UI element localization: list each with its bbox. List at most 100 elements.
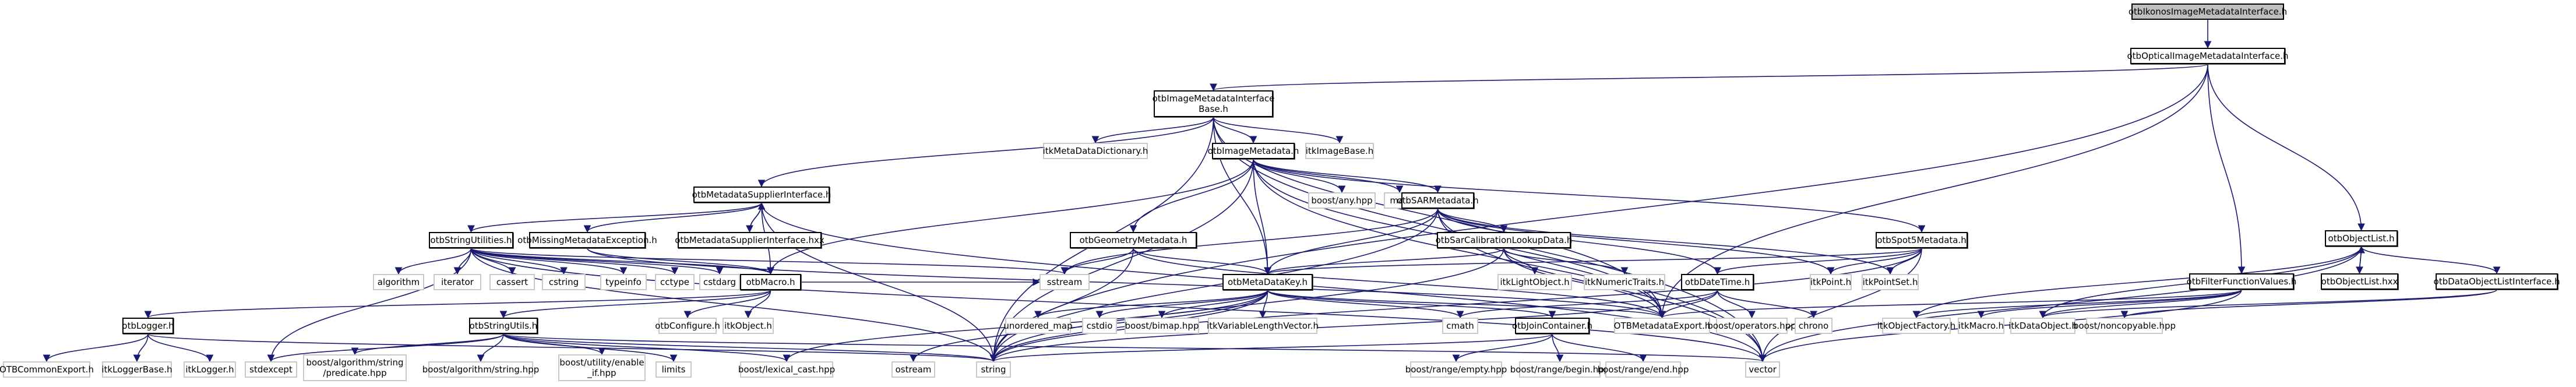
node-cstdarg: cstdarg: [699, 274, 740, 290]
node-enableif: boost/utility/enable _if.hpp: [558, 354, 646, 381]
node-algstring: boost/algorithm/string.hpp: [422, 361, 539, 378]
edge-spot5-to-string: [989, 248, 1922, 363]
node-ikonos[interactable]: otbIkonosImageMetadataInterface.h: [2129, 3, 2287, 20]
edge-strutils-to-lexcast: [503, 333, 791, 363]
edge-sarmeta-to-otbmdexp: [1437, 208, 1666, 319]
node-geometa[interactable]: otbGeometryMetadata.h: [1070, 232, 1197, 248]
node-imgbase: itkImageBase.h: [1305, 143, 1374, 159]
edge-datetime-to-string: [989, 290, 1718, 363]
node-sarmeta[interactable]: otbSARMetadata.h: [1397, 192, 1479, 209]
node-strutil[interactable]: otbStringUtilities.h: [429, 232, 513, 248]
node-cstring: cstring: [542, 274, 586, 290]
edge-imgmeta-to-anyhpp: [1253, 159, 1346, 194]
edge-strutil-to-cstdarg: [470, 248, 724, 275]
node-missing[interactable]: otbMissingMetadataException.h: [517, 232, 657, 248]
edge-filterfv-to-objfactory: [1912, 289, 2242, 319]
edge-strutils-to-string: [503, 333, 997, 363]
edge-mdkey-to-joincont: [1267, 290, 1556, 319]
node-numtraits: itkNumericTraits.h: [1584, 274, 1665, 290]
edge-otbmacro-to-otbconf: [683, 290, 771, 319]
edge-joincont-to-rangebegin: [1552, 333, 1564, 363]
edge-dataobjli-to-dataobj: [2039, 289, 2497, 319]
node-varlen: itkVariableLengthVector.h: [1207, 318, 1319, 334]
edge-mdkey-to-varlen: [1259, 290, 1268, 319]
node-otbconf: otbConfigure.h: [655, 318, 720, 334]
edge-imgmeta-to-spot5: [1253, 159, 1926, 233]
node-filterfv[interactable]: otbFilterFunctionValues.h: [2187, 273, 2296, 290]
edge-mdkey-to-bimap: [1158, 290, 1268, 319]
node-imibase[interactable]: otbImageMetadataInterface Base.h: [1153, 90, 1274, 117]
node-cctype: cctype: [655, 274, 695, 290]
edge-filterfv-to-itkmacro: [1977, 289, 2242, 319]
edge-joincont-to-rangeempty: [1452, 333, 1553, 363]
node-cstdio: cstdio: [1082, 318, 1117, 334]
edge-strutils-to-vector: [503, 333, 1766, 363]
node-objlisthxx[interactable]: otbObjectList.hxx: [2321, 273, 2398, 290]
node-mdkey[interactable]: otbMetaDataKey.h: [1222, 274, 1313, 290]
edge-optical-to-filterfv: [2207, 64, 2246, 275]
node-noncopy: boost/noncopyable.hpp: [2073, 318, 2176, 334]
node-algorithm: algorithm: [373, 274, 424, 290]
node-mdsupphxx[interactable]: otbMetadataSupplierInterface.hxx: [675, 232, 824, 248]
node-ostream: ostream: [891, 361, 935, 378]
edge-imibase-to-imgmeta: [1213, 117, 1257, 144]
node-spot5[interactable]: otbSpot5Metadata.h: [1876, 232, 1968, 248]
edge-spot5-to-datetime: [1714, 248, 1922, 275]
node-anyhpp: boost/any.hpp: [1308, 192, 1376, 209]
edge-imgmeta-to-map: [1253, 159, 1404, 194]
node-string: string: [976, 361, 1011, 378]
edge-strutil-to-vector: [470, 248, 1767, 363]
edge-objlisthxx-to-objlist: [2357, 245, 2365, 274]
edge-sarmeta-to-sstream: [1060, 208, 1439, 275]
edge-logger-to-loggerbase: [133, 333, 149, 363]
edge-strutils-to-limits: [503, 333, 678, 363]
edge-logger-to-string: [147, 333, 997, 363]
node-logger[interactable]: otbLogger.h: [122, 318, 174, 334]
edge-geometa-to-otbmdexp: [1133, 248, 1666, 319]
edge-strutils-to-algstring: [477, 333, 504, 363]
node-optical[interactable]: otbOpticalImageMetadataInterface.h: [2127, 48, 2289, 64]
node-typeinfo: typeinfo: [600, 274, 647, 290]
node-datetime[interactable]: otbDateTime.h: [1681, 274, 1754, 290]
edge-imgmeta-to-otbmacro: [767, 159, 1254, 275]
node-vector: vector: [1745, 361, 1780, 378]
edge-spot5-to-itkpoint: [1827, 248, 1922, 275]
node-rangeempty: boost/range/empty.hpp: [1405, 361, 1507, 378]
node-unordmap: unordered_map: [1003, 318, 1073, 334]
edge-filterfv-to-dataobj: [2039, 289, 2242, 319]
node-bimap: boost/bimap.hpp: [1125, 318, 1199, 334]
node-joincont[interactable]: otbJoinContainer.h: [1512, 318, 1592, 334]
edge-mdkey-to-cstdio: [1095, 290, 1268, 319]
node-strutils[interactable]: otbStringUtils.h: [469, 318, 538, 334]
node-chrono: chrono: [1795, 318, 1833, 334]
edge-datetime-to-operators: [1717, 290, 1756, 319]
edge-optical-to-imibase: [1210, 64, 2208, 92]
edge-joincont-to-rangeend: [1552, 333, 1647, 363]
edge-sarmeta-to-datetime: [1437, 208, 1721, 275]
node-dataobjli[interactable]: otbDataObjectListInterface.h: [2434, 273, 2560, 290]
edge-imibase-to-mddict: [1091, 117, 1214, 144]
edge-sarcal-to-otbmdexp: [1503, 248, 1666, 319]
node-objfactory: itkObjectFactory.h: [1877, 318, 1955, 334]
node-stdexcept: stdexcept: [245, 361, 297, 378]
edge-objlist-to-dataobjli: [2360, 246, 2501, 275]
node-loggerbase: itkLoggerBase.h: [101, 361, 172, 378]
node-itkpointset: itkPointSet.h: [1862, 274, 1919, 290]
node-sarcal[interactable]: otbSarCalibrationLookupData.h: [1436, 232, 1572, 248]
node-lexcast: boost/lexical_cast.hpp: [738, 361, 835, 378]
node-itklogger: itkLogger.h: [184, 361, 236, 378]
node-imgmeta[interactable]: otbImageMetadata.h: [1208, 143, 1299, 159]
node-objlist[interactable]: otbObjectList.h: [2325, 230, 2398, 247]
node-rangeend: boost/range/end.hpp: [1598, 361, 1689, 378]
edge-imibase-to-mdsupp: [757, 117, 1214, 188]
edge-imgmeta-to-geometa: [1129, 159, 1254, 233]
edge-geometa-to-mdkey: [1133, 248, 1271, 275]
edge-spot5-to-mdkey: [1264, 248, 1922, 275]
node-mdsupp[interactable]: otbMetadataSupplierInterface.h: [692, 187, 831, 203]
node-lightobj: itkLightObject.h: [1497, 274, 1572, 290]
edge-sarmeta-to-itkpointset: [1437, 208, 1894, 275]
edge-strutil-to-algorithm: [394, 248, 472, 275]
edge-mdkey-to-otbmdexp: [1267, 290, 1666, 319]
edge-logger-to-commonexp: [43, 333, 149, 363]
node-otbmacro[interactable]: otbMacro.h: [740, 274, 801, 290]
